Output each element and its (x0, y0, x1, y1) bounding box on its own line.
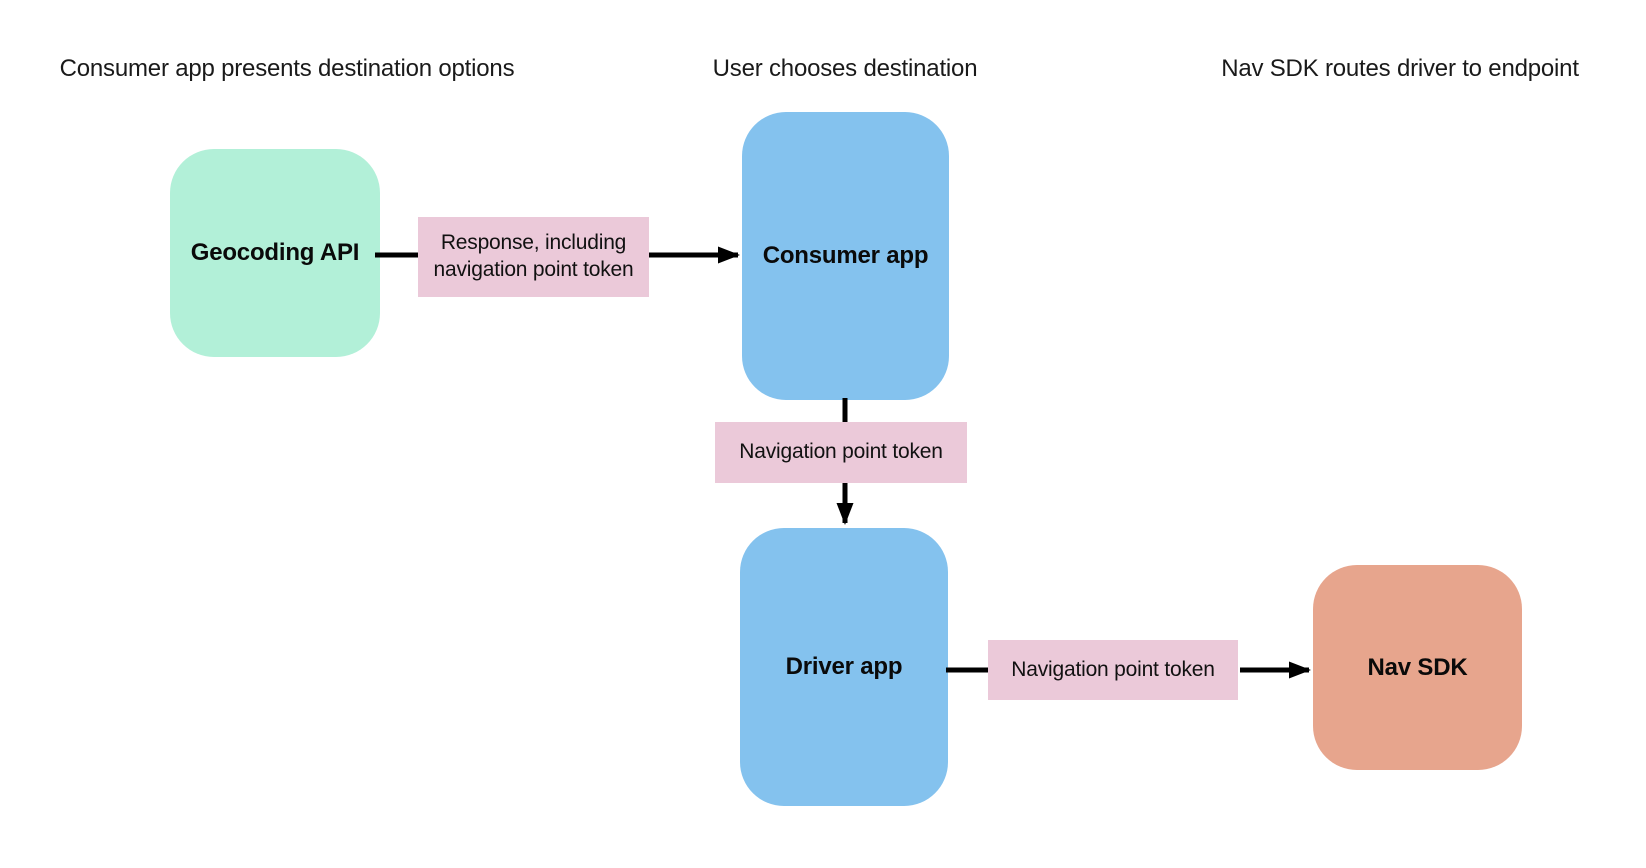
edge-label-response-including-token: Response, including navigation point tok… (418, 217, 649, 297)
edge-label-token-text-1: Navigation point token (739, 440, 943, 464)
node-nav-sdk: Nav SDK (1313, 565, 1522, 770)
node-driver-app: Driver app (740, 528, 948, 806)
node-consumer-app-label: Consumer app (762, 242, 929, 269)
column-header-navsdk-routes: Nav SDK routes driver to endpoint (1221, 55, 1579, 82)
column-header-consumer-presents: Consumer app presents destination option… (59, 55, 515, 82)
node-geocoding-api-label: Geocoding API (190, 239, 360, 266)
edge-label-response-text: Response, including navigation point tok… (433, 231, 634, 281)
column-header-user-chooses: User chooses destination (712, 55, 978, 82)
node-nav-sdk-label: Nav SDK (1367, 653, 1468, 681)
node-geocoding-api: Geocoding API (170, 149, 380, 357)
node-consumer-app: Consumer app (742, 112, 949, 400)
edge-label-navigation-point-token-2: Navigation point token (988, 640, 1238, 700)
node-driver-app-label: Driver app (785, 653, 903, 680)
edge-label-token-text-2: Navigation point token (1011, 657, 1215, 681)
edge-label-navigation-point-token-1: Navigation point token (715, 422, 967, 483)
